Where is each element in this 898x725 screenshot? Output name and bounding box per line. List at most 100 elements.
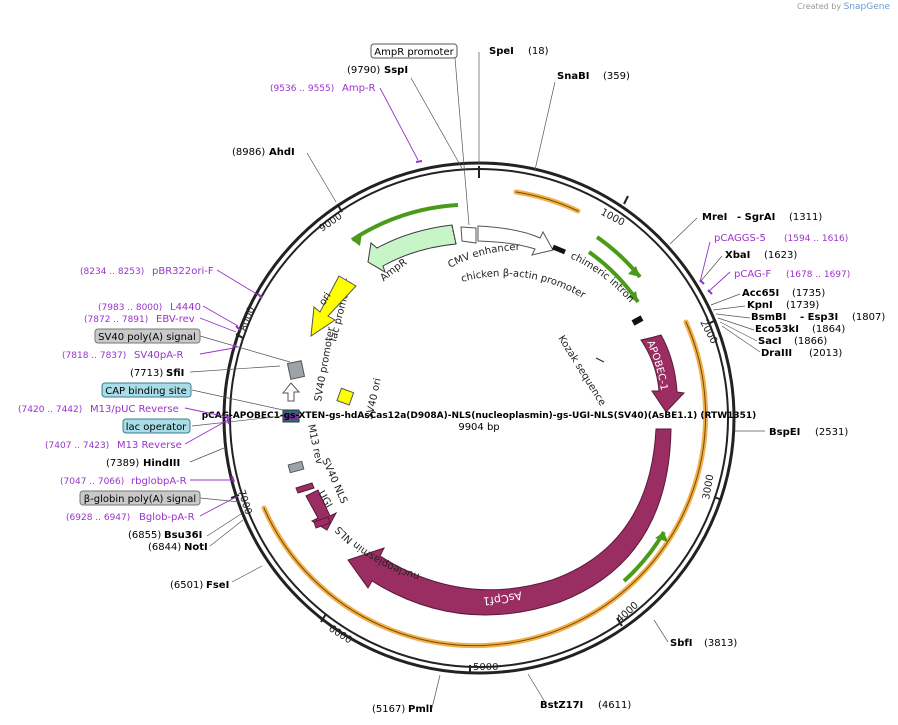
enzyme-spei: SpeI xyxy=(489,46,514,57)
ampr-promoter-label: AmpR promoter xyxy=(374,47,454,58)
enzyme-bstz17i-pos: (4611) xyxy=(598,700,631,711)
primer-labels: (9536 .. 9555) Amp-R pCAGGS-5 (1594 .. 1… xyxy=(18,83,850,523)
enzyme-saci: SacI xyxy=(758,336,782,347)
enzyme-bsu36i-pos: (6855) xyxy=(128,530,161,541)
sv40-polya-signal-label: SV40 poly(A) signal xyxy=(98,332,196,343)
primer-l4440-pos: (7983 .. 8000) xyxy=(98,303,162,313)
leader-lines xyxy=(189,52,765,709)
bp-ticks xyxy=(230,166,723,674)
enzyme-spei-pos: (18) xyxy=(528,46,549,57)
enzyme-fsei: FseI xyxy=(206,580,229,591)
m13-feature xyxy=(285,414,297,420)
enzyme-eco53ki: Eco53kI xyxy=(755,324,799,335)
kozak-marker xyxy=(595,357,605,363)
enzyme-sspi-pos: (9790) xyxy=(347,65,380,76)
enzyme-sgrai: - SgrAI xyxy=(737,212,775,223)
chimeric-intron-marker xyxy=(552,244,566,255)
ampr-promoter-feature xyxy=(460,226,477,244)
lac-operator-label: lac operator xyxy=(126,422,187,433)
tick-label-3000: 3000 xyxy=(701,474,716,501)
plasmid-name: pCAG-APOBEC1-gs-XTEN-gs-hdAsCas12a(D908A… xyxy=(202,411,757,421)
enzyme-ahdi: AhdI xyxy=(269,147,295,158)
primer-l4440: L4440 xyxy=(170,302,201,313)
enzyme-sfii: SfiI xyxy=(166,368,184,379)
apobec1-feature xyxy=(640,334,686,413)
enzyme-acc65i: Acc65I xyxy=(742,288,779,299)
enzyme-kpni-pos: (1739) xyxy=(786,300,819,311)
cmv-enhancer-feature xyxy=(477,225,554,256)
enzyme-snabi-pos: (359) xyxy=(603,71,630,82)
enzyme-bstz17i: BstZ17I xyxy=(540,700,583,711)
primer-pcag-f-pos: (1678 .. 1697) xyxy=(786,270,850,280)
primer-ebv-rev-pos: (7872 .. 7891) xyxy=(84,315,148,325)
cap-binding-site-box xyxy=(101,382,192,398)
ascpf1-feature xyxy=(347,428,672,616)
primer-sv40pa-r: SV40pA-R xyxy=(134,350,183,361)
enzyme-pmli: PmlI xyxy=(408,704,433,715)
tick-label-8000: 8000 xyxy=(238,305,257,333)
cap-binding-site-label: CAP binding site xyxy=(105,386,187,397)
enzyme-bsmbi-pos: (1807) xyxy=(852,312,885,323)
enzyme-sbfi-pos: (3813) xyxy=(704,638,737,649)
primer-rbglobpa-r-pos: (7047 .. 7066) xyxy=(60,477,124,487)
primer-pcaggs-5: pCAGGS-5 xyxy=(714,233,766,244)
credit-prefix: Created by xyxy=(797,2,842,11)
primer-m13-reverse: M13 Reverse xyxy=(117,440,182,451)
enzyme-pmli-pos: (5167) xyxy=(372,704,405,715)
sv40-ori-feature xyxy=(336,387,355,406)
sv40-polya-feature xyxy=(286,360,306,380)
enzyme-acc65i-pos: (1735) xyxy=(792,288,825,299)
boxed-feature-labels: AmpR promoter SV40 poly(A) signal CAP bi… xyxy=(79,43,458,506)
ampr-feature xyxy=(367,224,457,274)
gray-feature-hindiii xyxy=(287,460,305,474)
tick-label-6000: 6000 xyxy=(326,623,353,646)
snapgene-credit: Created by SnapGene xyxy=(797,2,890,12)
enzyme-kpni: KpnI xyxy=(747,300,773,311)
tick-label-9000: 9000 xyxy=(317,211,344,235)
enzyme-saci-pos: (1866) xyxy=(794,336,827,347)
enzyme-mrei-pos: (1311) xyxy=(789,212,822,223)
kozak-label: Kozak sequence xyxy=(555,334,607,408)
primer-amp-r-pos: (9536 .. 9555) xyxy=(270,84,334,94)
primer-leader-lines xyxy=(184,87,731,517)
enzyme-draiii: DraIII xyxy=(761,348,792,359)
primer-pbr322ori-f-pos: (8234 .. 8253) xyxy=(80,267,144,277)
beta-globin-polya-signal-label: β-globin poly(A) signal xyxy=(84,494,196,505)
primer-m13-puc-reverse: M13/pUC Reverse xyxy=(90,404,179,415)
enzyme-ahdi-pos: (8986) xyxy=(232,147,265,158)
sv40-promoter-feature xyxy=(281,382,301,402)
tick-label-5000: 5000 xyxy=(473,662,498,673)
primer-arrow-heads xyxy=(352,233,668,542)
enzyme-hindiii-pos: (7389) xyxy=(106,458,139,469)
cmv-enhancer-label: CMV enhancer xyxy=(446,242,520,271)
lac-operator-box xyxy=(122,418,191,434)
enzyme-sspi: SspI xyxy=(384,65,408,76)
orf-arc-small xyxy=(513,189,581,214)
enzyme-bsmbi: BsmBI xyxy=(751,312,786,323)
enzyme-snabi: SnaBI xyxy=(557,71,589,82)
enzyme-xbai: XbaI xyxy=(725,250,750,261)
sv40-nls-feature xyxy=(295,482,315,494)
enzyme-bsu36i: Bsu36I xyxy=(164,530,202,541)
enzyme-esp3i: - Esp3I xyxy=(800,312,838,323)
enzyme-mrei: MreI xyxy=(702,212,727,223)
primer-ebv-rev: EBV-rev xyxy=(156,314,195,325)
tick-label-4000: 4000 xyxy=(615,600,641,625)
enzyme-sfii-pos: (7713) xyxy=(130,368,163,379)
enzyme-labels: SpeI (18) SnaBI (359) MreI - SgrAI (1311… xyxy=(106,46,885,715)
enzyme-noti: NotI xyxy=(184,542,208,553)
primer-amp-r: Amp-R xyxy=(342,83,376,94)
primer-site-marks xyxy=(226,160,713,483)
primer-m13-puc-reverse-pos: (7420 .. 7442) xyxy=(18,405,82,415)
sv40-promoter-label: SV40 promoter xyxy=(313,325,337,402)
enzyme-hindiii: HindIII xyxy=(143,458,180,469)
tick-label-1000: 1000 xyxy=(599,207,627,229)
primer-pcag-f: pCAG-F xyxy=(734,269,771,280)
enzyme-bspei: BspEI xyxy=(769,427,800,438)
primer-bglob-pa-r-pos: (6928 .. 6947) xyxy=(66,513,130,523)
primer-pbr322ori-f: pBR322ori-F xyxy=(152,266,214,277)
chicken-actin-promoter-label: chicken β-actin promoter xyxy=(460,268,588,301)
m13-rev-label: M13 rev xyxy=(305,423,324,465)
enzyme-eco53ki-pos: (1864) xyxy=(812,324,845,335)
